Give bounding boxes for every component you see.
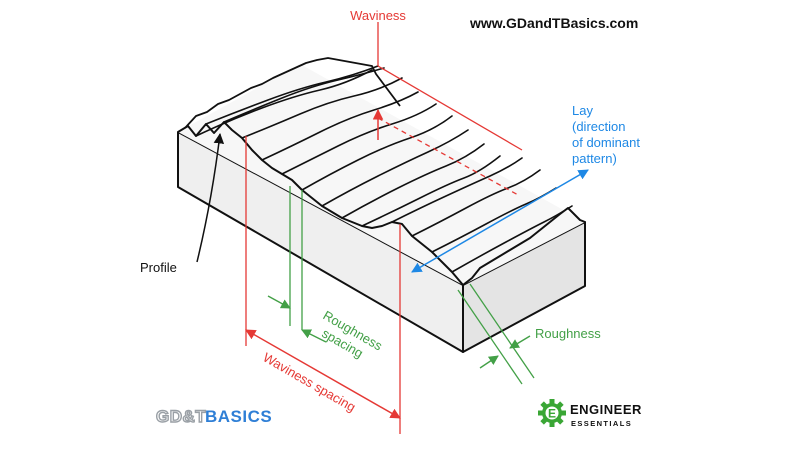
lay-label: Lay (572, 103, 593, 118)
back-profile-edge (184, 57, 401, 129)
gdt-logo-part2: BASICS (205, 407, 272, 426)
engineer-essentials-logo: E ENGINEER ESSENTIALS (538, 399, 642, 428)
profile-annotation: Profile (140, 132, 225, 275)
lay-label-line4: pattern) (572, 151, 617, 166)
waviness-label: Waviness (350, 8, 406, 23)
profile-label: Profile (140, 260, 177, 275)
gear-icon: E (538, 399, 566, 427)
lay-annotation: Lay (direction of dominant pattern) (411, 103, 640, 273)
ee-logo-line2: ESSENTIALS (571, 419, 632, 428)
profile-leader (196, 132, 225, 263)
ee-logo-line1: ENGINEER (570, 402, 642, 417)
website-text: www.GDandTBasics.com (469, 15, 638, 31)
lay-label-line2: (direction (572, 119, 625, 134)
lay-arrow (411, 169, 589, 273)
surface-block (177, 57, 586, 353)
ee-logo-mark: E (548, 407, 556, 421)
waviness-spacing-label: Waviness spacing (261, 350, 359, 415)
roughness-label: Roughness (535, 326, 601, 341)
gdt-logo-part1: GD&T (156, 407, 206, 426)
waviness-spacing-arrow (245, 329, 401, 419)
lay-label-line3: of dominant (572, 135, 640, 150)
roughness-annotation: Roughness (457, 283, 601, 385)
gdt-basics-logo: GD&T BASICS (155, 406, 272, 426)
